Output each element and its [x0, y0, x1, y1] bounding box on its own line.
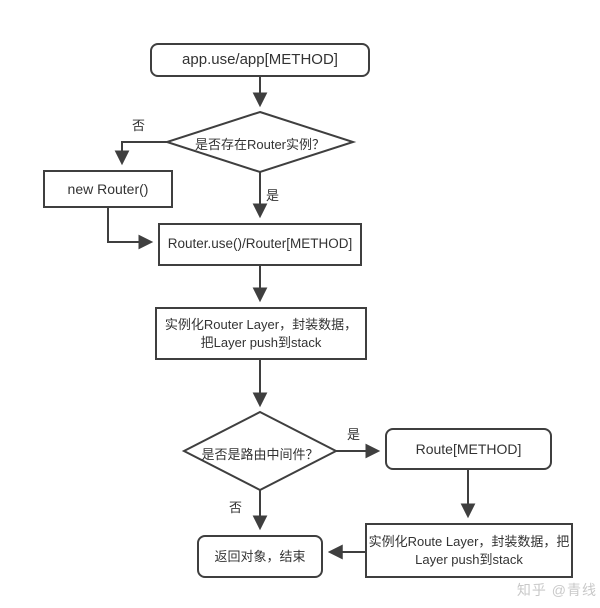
- node-route-layer-line2: Layer push到stack: [415, 551, 523, 567]
- edge-label-no-2: 否: [229, 500, 243, 515]
- decision-router-exists-shape: [163, 110, 357, 174]
- decision-route-middleware-shape: [181, 410, 339, 492]
- node-return-end-label: 返回对象，结束: [214, 548, 306, 564]
- node-route-method: Route[METHOD]: [385, 428, 552, 470]
- node-route-layer-line1: 实例化Route Layer，封装数据，把: [368, 533, 570, 549]
- edge-decision1-no-to-new-router: [114, 141, 167, 166]
- node-router-use-label: Router.use()/Router[METHOD]: [167, 236, 353, 252]
- watermark: 知乎 @青线: [516, 582, 597, 598]
- node-router-layer-line2: 把Layer push到stack: [200, 334, 322, 350]
- node-route-method-label: Route[METHOD]: [415, 440, 522, 457]
- node-router-layer-line1: 实例化Router Layer，封装数据，: [164, 316, 358, 332]
- edge-label-yes-2: 是: [347, 427, 361, 442]
- edge-new-router-to-router-use: [107, 208, 154, 250]
- edge-label-yes-1: 是: [266, 188, 280, 203]
- node-route-layer: 实例化Route Layer，封装数据，把 Layer push到stack: [365, 523, 573, 578]
- decision-router-exists-label: 是否存在Router实例？: [194, 137, 326, 152]
- node-router-use: Router.use()/Router[METHOD]: [158, 223, 362, 266]
- edge-label-no-1: 否: [132, 118, 146, 133]
- node-new-router: new Router(): [43, 170, 173, 208]
- node-return-end: 返回对象，结束: [197, 535, 323, 578]
- node-new-router-label: new Router(): [67, 180, 149, 197]
- node-app-use: app.use/app[METHOD]: [150, 43, 370, 77]
- node-router-layer: 实例化Router Layer，封装数据， 把Layer push到stack: [155, 307, 367, 360]
- decision-route-middleware-label: 是否是路由中间件？: [201, 447, 319, 462]
- node-app-use-label: app.use/app[METHOD]: [182, 50, 338, 68]
